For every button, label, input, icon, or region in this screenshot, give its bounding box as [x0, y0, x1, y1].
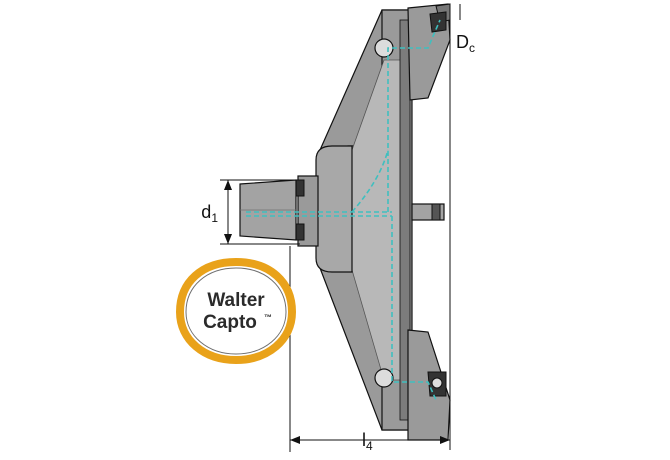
rear-arbor [411, 203, 445, 221]
clamp-screw-bottom [374, 368, 394, 388]
capto-shank [239, 179, 297, 241]
dimension-lines [220, 4, 461, 452]
badge-line2: Capto [203, 312, 257, 333]
clamp-screw-top [374, 38, 394, 58]
badge-trademark: ™ [264, 313, 272, 322]
coolant-channels [246, 19, 441, 401]
dimension-d1-label: d1 [201, 202, 218, 225]
hub [295, 145, 353, 273]
walter-capto-badge: Walter Capto ™ [175, 257, 297, 365]
upper-insert-pocket [374, 3, 451, 101]
dimension-arrows [224, 180, 450, 444]
lower-insert-pocket [374, 329, 451, 441]
dimension-dc-label: Dc [456, 32, 475, 55]
dimension-l4-label: l4 [362, 430, 373, 453]
badge-line1: Walter [207, 290, 265, 311]
